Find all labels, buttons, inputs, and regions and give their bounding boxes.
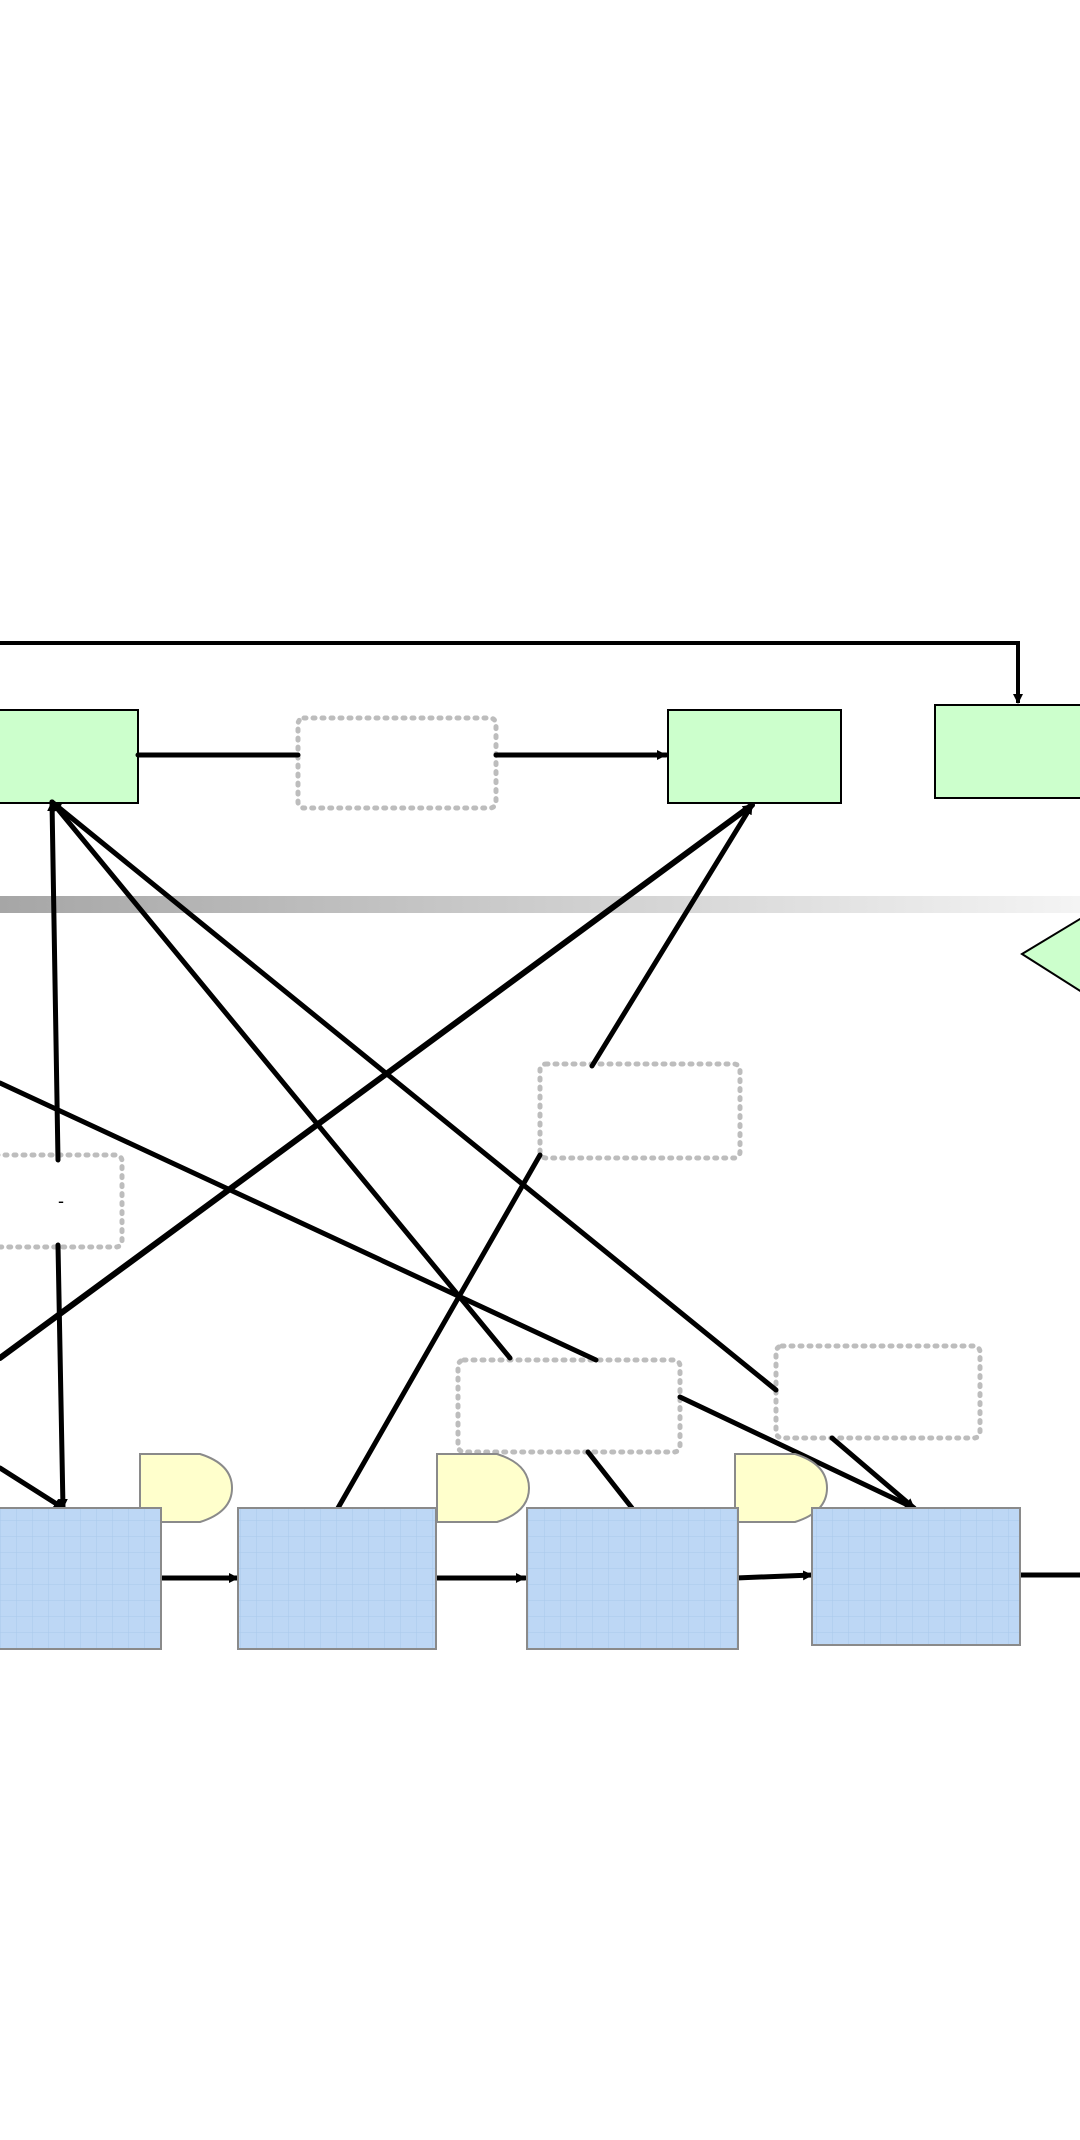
placeholder-box-left-mark: -: [58, 1191, 64, 1211]
gate-shape-2: [436, 1453, 531, 1523]
process-block-1: [0, 1507, 162, 1650]
process-block-4: [811, 1507, 1021, 1646]
state-box-top-right: [934, 704, 1080, 799]
state-box-top-middle: [667, 709, 842, 804]
decision-diamond-right: [1020, 917, 1080, 993]
placeholder-box-top: [295, 715, 499, 811]
connectors: [0, 750, 1080, 1583]
state-box-top-left: [0, 709, 139, 804]
gate-shape-1: [139, 1453, 234, 1523]
placeholder-box-lower-right: [773, 1343, 983, 1441]
top-route-connector: [0, 641, 1023, 704]
process-block-3: [526, 1507, 739, 1650]
process-block-2: [237, 1507, 437, 1650]
placeholder-box-center-right: [537, 1061, 743, 1161]
separator-band: [0, 896, 1080, 913]
placeholder-box-lower-middle: [455, 1357, 683, 1455]
placeholder-box-left: -: [0, 1152, 125, 1250]
gate-shape-3: [734, 1453, 829, 1523]
